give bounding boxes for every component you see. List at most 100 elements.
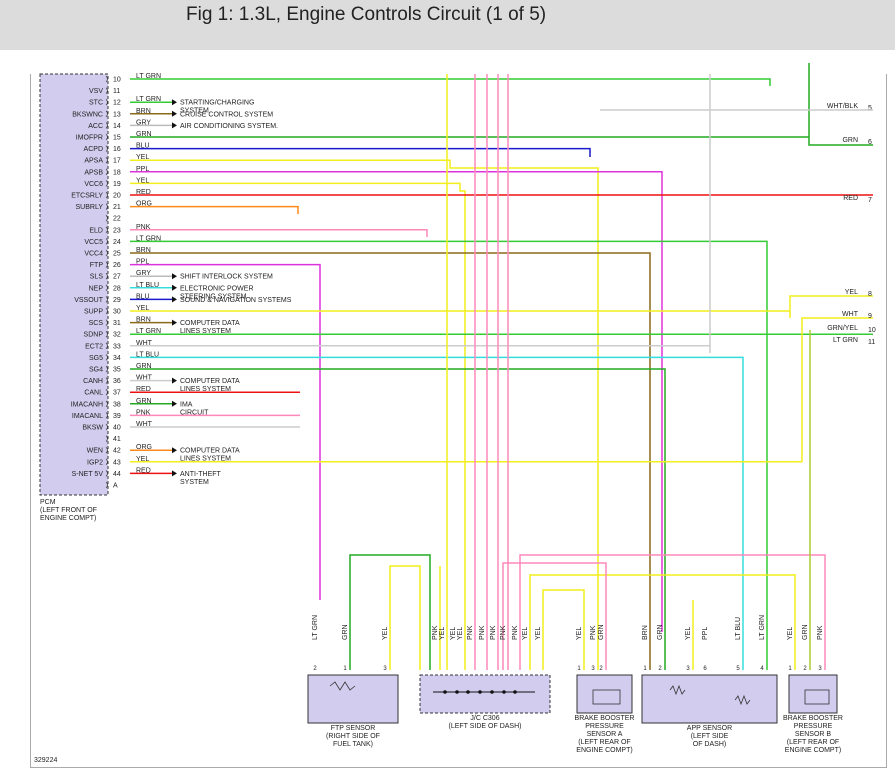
connector-mark — [105, 75, 108, 83]
brake-booster-a-label: SENSOR A — [587, 731, 623, 738]
wire-color-label: RED — [136, 386, 151, 393]
connector-mark — [105, 261, 108, 268]
destination-label: LINES SYSTEM — [180, 456, 231, 463]
wire-color-label: YEL — [136, 456, 149, 463]
pcm-pin-number: 44 — [113, 471, 121, 478]
arrow-icon — [172, 273, 177, 280]
right-connector-number: 7 — [868, 197, 872, 204]
pcm-pin-number: 12 — [113, 100, 121, 107]
wire-color-label: YEL — [136, 154, 149, 161]
component-wire-label: GRN — [657, 624, 664, 640]
component-wire-label: PNK — [432, 625, 439, 640]
sensor-element — [804, 689, 830, 705]
pcm-pin-number: 35 — [113, 367, 121, 374]
wire-pcm-30 — [130, 295, 873, 318]
destination-label: AIR CONDITIONING SYSTEM. — [180, 123, 278, 130]
component-wire-label: LT GRN — [312, 615, 319, 640]
brake-booster-b — [788, 674, 838, 714]
pcm-pin-name: IMOFPR — [76, 135, 103, 142]
wire-bbb-yel — [529, 574, 796, 670]
wire-pcm-21 — [130, 205, 299, 214]
component-wire-label: LT GRN — [759, 615, 766, 640]
wire-pcm-10 — [130, 78, 771, 86]
pcm-pin-name: STC — [89, 100, 103, 107]
component-pin-number: 2 — [658, 666, 662, 672]
connector-mark — [105, 110, 108, 118]
destination-label: COMPUTER DATA — [180, 320, 240, 327]
pcm-pin-name: SUPP — [84, 309, 103, 316]
pcm-pin-name: ACPD — [84, 146, 103, 153]
pcm-pin-name: S-NET 5V — [72, 471, 104, 478]
wire-color-label: BRN — [136, 317, 151, 324]
component-pin-number: 3 — [818, 666, 822, 672]
pcm-label: ENGINE COMPT) — [40, 515, 96, 522]
right-connector-number: 8 — [868, 291, 872, 298]
brake-booster-b-label: (LEFT REAR OF — [787, 739, 839, 746]
pcm-pin-name: WEN — [87, 448, 103, 455]
diagram-frame — [30, 74, 887, 768]
destination-label: STEERING SYSTEM — [180, 293, 247, 300]
connector-mark — [105, 319, 108, 326]
wire-ftp-yel — [389, 565, 421, 670]
right-connector-number: 11 — [868, 339, 875, 346]
component-wire-label: YEL — [439, 627, 446, 640]
ftp-sensor-label: (RIGHT SIDE OF — [326, 733, 380, 740]
destination-label: SHIFT INTERLOCK SYSTEM — [180, 274, 273, 281]
ftp-sensor — [307, 674, 399, 724]
splice-dot — [502, 690, 506, 694]
splice-dot — [513, 690, 517, 694]
wire-color-label: BRN — [136, 247, 151, 254]
pcm-pin-number: 11 — [113, 88, 120, 95]
wire-bbb-pnk — [519, 554, 826, 670]
pcm-pin-number: 23 — [113, 227, 121, 234]
connector-mark — [105, 446, 108, 454]
pcm-pin-name: NEP — [89, 285, 104, 292]
component-wire-label: GRN — [802, 624, 809, 640]
pcm-pin-name: SCS — [89, 320, 104, 327]
component-wire-label: PNK — [490, 625, 497, 640]
splice-dot — [443, 690, 447, 694]
component-wire-label: PNK — [817, 625, 824, 640]
wire-color-label: LT GRN — [136, 73, 161, 80]
component-wire-label: LT BLU — [735, 617, 742, 640]
component-pin-number: 2 — [803, 666, 807, 672]
destination-label: ELECTRONIC POWER — [180, 285, 254, 292]
destination-label: SYSTEM — [180, 108, 209, 115]
component-wire-label: PNK — [500, 625, 507, 640]
app-sensor-label: APP SENSOR — [687, 725, 732, 732]
component-pin-number: 5 — [736, 666, 740, 672]
connector-mark — [105, 156, 108, 164]
wire-color-label: BRN — [136, 108, 151, 115]
wire-color-label: PNK — [136, 409, 151, 416]
wire-color-label: YEL — [136, 305, 149, 312]
connector-mark — [105, 354, 108, 361]
splice-dot — [478, 690, 482, 694]
app-sensor-label: OF DASH) — [693, 741, 726, 748]
component-wire-label: PNK — [590, 625, 597, 640]
wire-bba-pnk — [502, 562, 607, 670]
pcm-pin-number: 41 — [113, 436, 121, 443]
jc-c306-label: (LEFT SIDE OF DASH) — [449, 723, 522, 730]
arrow-icon — [172, 447, 177, 454]
wire-color-label: LT GRN — [136, 328, 161, 335]
destination-label: LINES SYSTEM — [180, 386, 231, 393]
splice-dot — [490, 690, 494, 694]
wire-color-label: GRY — [136, 270, 151, 277]
pcm-pin-number: 24 — [113, 239, 121, 246]
wire-color-label: GRN — [136, 363, 152, 370]
component-wire-label: PNK — [479, 625, 486, 640]
wire-color-label: YEL — [136, 177, 149, 184]
wire-pcm-16 — [130, 147, 591, 157]
pcm-pin-number: 43 — [113, 459, 121, 466]
jc-c306 — [419, 674, 551, 714]
potentiometer-icon — [669, 684, 686, 696]
wire-color-label: RED — [136, 467, 151, 474]
component-wire-label: YEL — [457, 627, 464, 640]
pcm-pin-number: 37 — [113, 390, 121, 397]
potentiometer-icon — [734, 694, 751, 706]
sensor-element — [592, 689, 621, 705]
connector-mark — [105, 400, 108, 408]
brake-booster-a-label: ENGINE COMPT) — [576, 747, 632, 754]
destination-label: SYSTEM — [180, 479, 209, 486]
wire-color-label: WHT — [136, 421, 153, 428]
